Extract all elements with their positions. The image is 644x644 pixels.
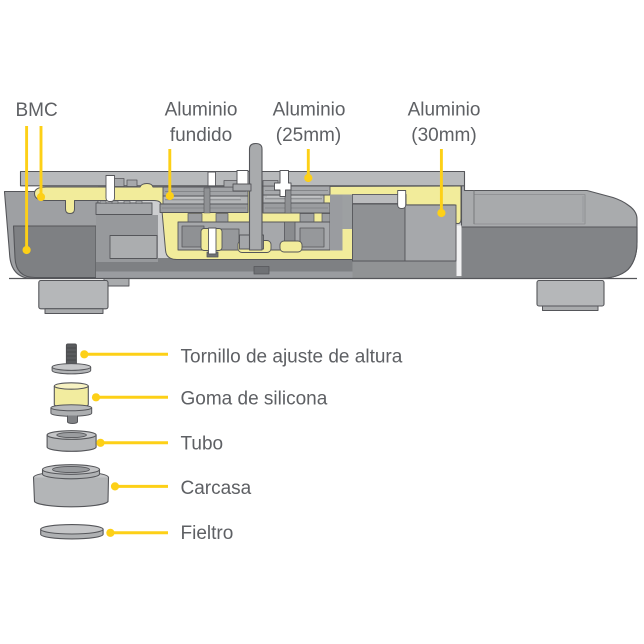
svg-text:Tornillo de ajuste de altura: Tornillo de ajuste de altura: [181, 347, 403, 368]
svg-text:(30mm): (30mm): [411, 125, 476, 146]
svg-text:Goma de silicona: Goma de silicona: [181, 389, 328, 410]
svg-text:Fieltro: Fieltro: [181, 523, 234, 544]
svg-text:Aluminio: Aluminio: [165, 100, 238, 121]
svg-text:Tubo: Tubo: [181, 434, 224, 455]
svg-text:Carcasa: Carcasa: [181, 478, 252, 499]
svg-text:BMC: BMC: [16, 100, 58, 121]
svg-text:Aluminio: Aluminio: [273, 100, 346, 121]
svg-text:(25mm): (25mm): [276, 125, 341, 146]
svg-text:fundido: fundido: [170, 125, 232, 146]
svg-text:Aluminio: Aluminio: [408, 100, 481, 121]
